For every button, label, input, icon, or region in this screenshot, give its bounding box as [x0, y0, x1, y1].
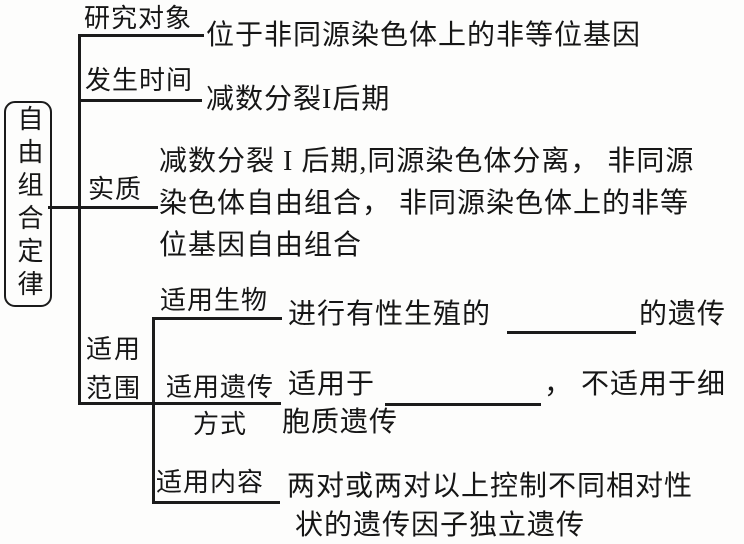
- scope-sub-trunk-line: [152, 317, 155, 504]
- organisms-branch-line: [152, 317, 282, 320]
- occurrence-time-branch-line: [78, 99, 202, 102]
- content-scope-line-1: 两对或两对以上控制不同相对性: [287, 471, 694, 502]
- essence-content: 减数分裂 I 后期,同源染色体分离， 非同源 染色体自由组合， 非同源染色体上的…: [159, 141, 694, 267]
- research-object-label: 研究对象: [84, 4, 193, 33]
- occurrence-time-content: 减数分裂I后期: [206, 84, 391, 115]
- main-trunk-line: [78, 34, 81, 405]
- organisms-label: 适用生物: [160, 286, 269, 315]
- essence-content-line-2: 染色体自由组合， 非同源染色体上的非等: [159, 188, 690, 219]
- content-scope-content: 两对或两对以上控制不同相对性 状的遗传因子独立遗传: [287, 467, 693, 544]
- essence-content-line-3: 位基因自由组合: [159, 230, 363, 261]
- root-node-box: 自由组合定律: [4, 101, 52, 307]
- research-object-content: 位于非同源染色体上的非等位基因: [206, 20, 642, 51]
- scope-branch-line: [78, 402, 281, 405]
- organisms-fill-in-blank-line: [507, 331, 636, 334]
- content-scope-line-2: 状的遗传因子独立遗传: [295, 510, 586, 541]
- inheritance-mode-content-before-blank: 适用于: [288, 369, 376, 400]
- occurrence-time-label: 发生时间: [85, 66, 194, 95]
- inheritance-mode-content-line-2: 胞质遗传: [282, 407, 399, 438]
- content-branch-line: [152, 501, 280, 504]
- inheritance-mode-content-after-blank: ， 不适用于细: [544, 369, 727, 400]
- inheritance-mode-fill-in-blank-line: [385, 403, 541, 406]
- organisms-content-before-blank: 进行有性生殖的: [288, 299, 492, 330]
- essence-label: 实质: [88, 175, 143, 204]
- research-object-branch-line: [78, 34, 204, 37]
- root-to-essence-line: [48, 206, 158, 209]
- inheritance-mode-label: 适用遗传方式: [165, 373, 274, 439]
- essence-content-line-1: 减数分裂 I 后期,同源染色体分离， 非同源: [159, 146, 695, 177]
- organisms-content-after-blank: 的遗传: [639, 299, 727, 330]
- scope-label: 适用范围: [86, 335, 143, 403]
- root-node-label: 自由组合定律: [14, 105, 43, 303]
- content-label: 适用内容: [156, 468, 265, 497]
